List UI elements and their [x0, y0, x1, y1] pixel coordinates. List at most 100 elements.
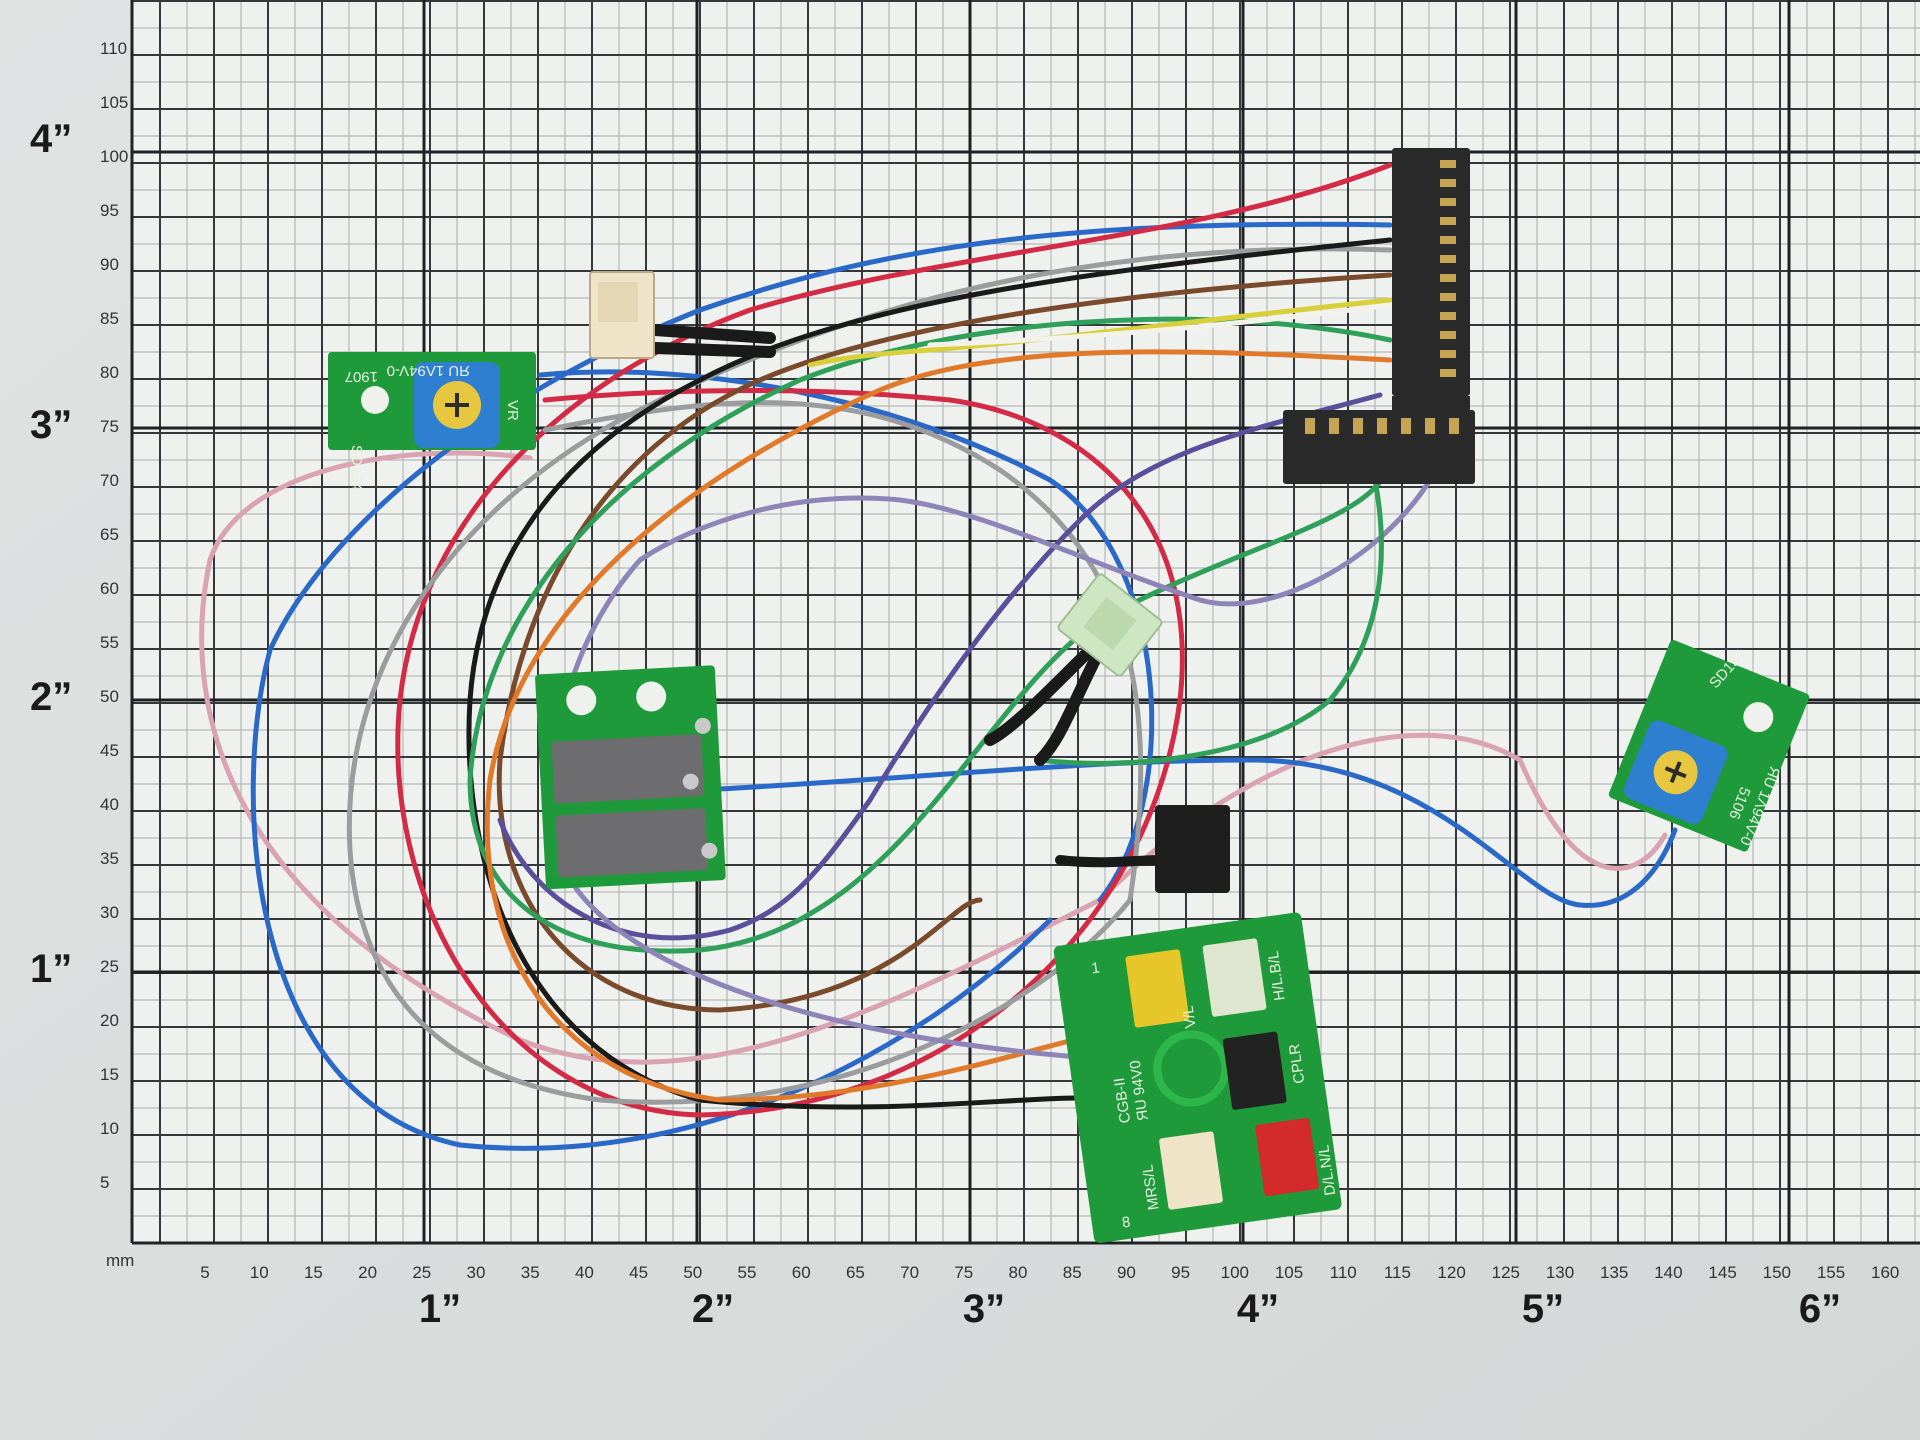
scale-bottom-tick-label: 115	[1384, 1263, 1411, 1282]
scale-left-tick-label: 105	[100, 93, 128, 112]
scale-left-tick-label: 45	[100, 741, 119, 760]
contact-board	[535, 665, 726, 890]
scale-left-tick-label: 75	[100, 417, 119, 436]
scale-left-tick-label: 90	[100, 255, 119, 274]
scale-bottom-tick-label: 110	[1330, 1263, 1357, 1282]
inch-bottom-label: 6”	[1799, 1287, 1841, 1331]
scale-bottom-tick-label: 105	[1275, 1263, 1303, 1282]
scale-bottom-tick-label: 85	[1063, 1263, 1082, 1282]
scale-bottom-tick-label: 60	[792, 1263, 811, 1282]
wire-pink	[199, 450, 1668, 1065]
main-connector	[1283, 148, 1475, 484]
scale-left-tick-label: 15	[100, 1065, 119, 1084]
inch-bottom-label: 5”	[1522, 1287, 1564, 1331]
scale-bottom-tick-label: 95	[1171, 1263, 1190, 1282]
wire-purple	[497, 392, 1383, 941]
sensor-left-date: 1907	[345, 368, 378, 385]
scale-bottom-tick-label: 125	[1492, 1263, 1520, 1282]
scale-bottom-tick-label: 80	[1009, 1263, 1028, 1282]
inch-bottom-label: 3”	[963, 1287, 1005, 1331]
wire-blue-2	[537, 369, 1155, 903]
wire-to-thermistor	[1055, 855, 1165, 868]
connector-pin	[1440, 331, 1456, 339]
inch-left-label: 3”	[30, 403, 72, 447]
scale-left-tick-label: 20	[100, 1011, 119, 1030]
scale-bottom-tick-label: 5	[200, 1263, 209, 1282]
scale-left-tick-label: 30	[100, 903, 119, 922]
scale-bottom-tick-label: 75	[954, 1263, 973, 1282]
wire-white	[927, 302, 1393, 348]
scale-bottom-tick-label: 10	[250, 1263, 269, 1282]
scale-bottom-tick-label: 30	[467, 1263, 486, 1282]
scale-mm-unit: mm	[106, 1251, 134, 1270]
scale-left-tick-label: 60	[100, 579, 119, 598]
connector-pin	[1440, 312, 1456, 320]
grid-major-lines	[132, 0, 1920, 1244]
connector-pin	[1440, 293, 1456, 301]
wire-pair-black-2	[649, 342, 776, 358]
scale-left-tick-label: 50	[100, 687, 119, 706]
scale-bottom-tick-label: 50	[683, 1263, 702, 1282]
scale-left-tick-label: 35	[100, 849, 119, 868]
sensor-left-code: SD134	[348, 445, 365, 491]
cb-model: CGB-II	[1111, 1077, 1134, 1125]
scale-left-tick-label: 95	[100, 201, 119, 220]
sensor-left-mark: VR	[504, 400, 521, 421]
inch-left-label: 4”	[30, 117, 72, 161]
scale-bottom-tick-label: 120	[1437, 1263, 1465, 1282]
connector-pin	[1440, 217, 1456, 225]
inch-bottom-label: 4”	[1237, 1287, 1279, 1331]
wire-black-sensor-2	[1034, 654, 1101, 766]
wire-pair-black	[649, 324, 776, 344]
inch-bottom-label: 2”	[692, 1287, 734, 1331]
wire-black	[466, 237, 1393, 1110]
connector-pin	[1440, 236, 1456, 244]
scale-bottom-tick-label: 155	[1817, 1263, 1845, 1282]
connector-pin	[1440, 198, 1456, 206]
connector-pin	[1305, 418, 1315, 434]
scale-left-tick-label: 85	[100, 309, 119, 328]
beige-sensor-plug	[1057, 573, 1163, 677]
connector-pin	[1440, 160, 1456, 168]
wire-blue-1	[250, 221, 1393, 1151]
white-connector-top	[589, 271, 655, 359]
wire-green-2	[1037, 477, 1384, 766]
scale-left-tick-label: 70	[100, 471, 119, 490]
wire-orange	[484, 349, 1393, 1103]
connector-board: V/L H/L.B/L CPLR MRS/L D/L.N/L CGB-II ЯU…	[1053, 912, 1342, 1243]
scale-bottom-tick-label: 55	[738, 1263, 757, 1282]
sensor-left-ul: ЯU 1Λ94V-0	[387, 362, 470, 379]
scale-bottom-tick-label: 135	[1600, 1263, 1628, 1282]
cb-label-mrs: MRS/L	[1139, 1163, 1162, 1211]
wire-red-1	[395, 162, 1393, 1118]
cb-pin-8: 8	[1121, 1214, 1132, 1232]
scale-left-tick-label: 80	[100, 363, 119, 382]
connector-pin	[1440, 274, 1456, 282]
connector-pin	[1440, 369, 1456, 377]
connector-pin	[1440, 255, 1456, 263]
scale-bottom-tick-label: 145	[1708, 1263, 1736, 1282]
cb-pin-1: 1	[1090, 959, 1101, 977]
connector-pin	[1401, 418, 1411, 434]
connector-pin	[1329, 418, 1339, 434]
sensor-board-right: SD134 5106 ЯU 1Λ94V-0	[1608, 640, 1810, 852]
inch-left-label: 1”	[30, 947, 72, 991]
inch-labels-bottom: 1” 2” 3” 4” 5” 6”	[419, 1287, 1841, 1331]
scale-bottom-tick-label: 20	[358, 1263, 377, 1282]
connector-pin	[1449, 418, 1459, 434]
scale-left-tick-label: 100	[100, 147, 128, 166]
wire-blue-long	[697, 757, 1678, 908]
scale-bottom-tick-label: 160	[1871, 1263, 1899, 1282]
cb-label-hl: H/L.B/L	[1265, 950, 1289, 1002]
connector-pin	[1353, 418, 1363, 434]
connector-pin	[1377, 418, 1387, 434]
scale-bottom-tick-label: 100	[1221, 1263, 1249, 1282]
scale-left-mm: 1101051009590858075706560555045403530252…	[100, 39, 128, 1192]
connector-pin	[1440, 350, 1456, 358]
scale-bottom-tick-label: 45	[629, 1263, 648, 1282]
wire-lavender	[550, 477, 1433, 1063]
scale-bottom-tick-label: 140	[1654, 1263, 1682, 1282]
inch-bottom-label: 1”	[419, 1287, 461, 1331]
